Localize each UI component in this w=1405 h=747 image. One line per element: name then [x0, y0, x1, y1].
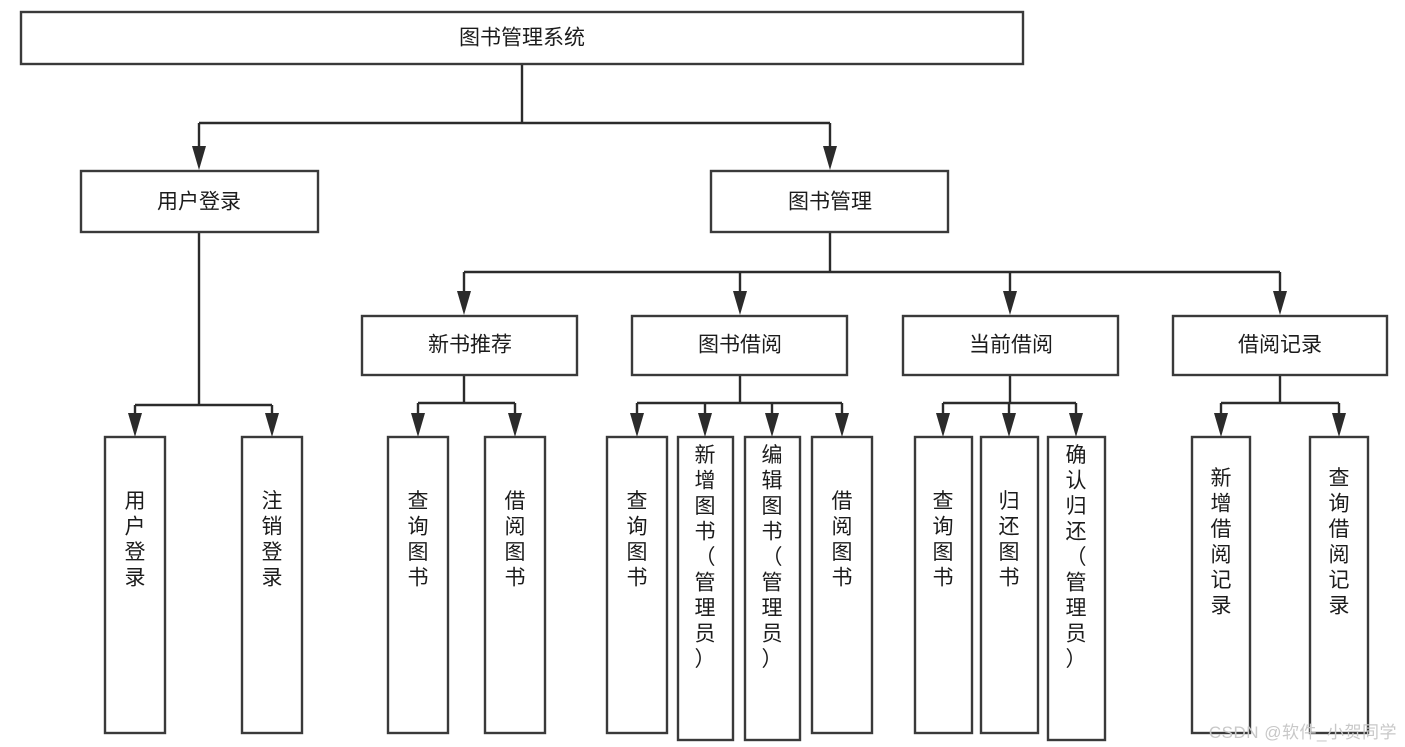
node-bookmgmt-box[interactable]: [709, 169, 950, 234]
node-leaf-user-logout-box[interactable]: [240, 435, 304, 735]
node-leaf-add-book-label: 新增图书（管理员）: [695, 444, 716, 671]
watermark-csdn: CSDN @软件_小贺同学: [1208, 723, 1397, 742]
node-leaf-return-book[interactable]: 归还图书: [979, 435, 1040, 735]
node-root[interactable]: 图书管理系统: [19, 10, 1025, 66]
node-records-box[interactable]: [1171, 314, 1389, 377]
arrow-head-leaf-edit-book: [765, 413, 779, 437]
arrow-head-records: [1273, 291, 1287, 315]
connector-group-records: [1214, 375, 1346, 437]
connector-group-current: [936, 375, 1083, 437]
node-leaf-edit-book-box[interactable]: [743, 435, 802, 742]
arrow-head-leaf-borrow-book-2: [835, 413, 849, 437]
arrow-head-current: [1003, 291, 1017, 315]
connector-group-login: [128, 232, 279, 437]
node-root-label: 图书管理系统: [459, 27, 585, 50]
node-leaf-borrow-book-1-box[interactable]: [483, 435, 547, 735]
arrow-head-leaf-query-book-2: [630, 413, 644, 437]
node-leaf-user-logout-label: 注销登录: [262, 490, 283, 590]
node-bookmgmt-label: 图书管理: [788, 191, 872, 214]
node-bookmgmt[interactable]: 图书管理: [709, 169, 950, 234]
arrow-head-leaf-user-login: [128, 413, 142, 437]
node-leaf-user-login[interactable]: 用户登录: [103, 435, 167, 735]
node-leaf-query-record-box[interactable]: [1308, 435, 1370, 735]
node-borrow-box[interactable]: [630, 314, 849, 377]
node-current-label: 当前借阅: [969, 334, 1053, 357]
node-leaf-borrow-book-1-label: 借阅图书: [505, 490, 526, 590]
node-leaf-add-record[interactable]: 新增借阅记录: [1190, 435, 1252, 735]
node-borrow-label: 图书借阅: [698, 334, 782, 357]
arrow-head-bookmgmt: [823, 146, 837, 170]
node-leaf-user-login-box[interactable]: [103, 435, 167, 735]
node-leaf-query-book-2-label: 查询图书: [627, 490, 648, 590]
node-login[interactable]: 用户登录: [79, 169, 320, 234]
node-leaf-query-book-3-label: 查询图书: [933, 490, 954, 590]
node-leaf-confirm-return[interactable]: 确认归还（管理员）: [1046, 435, 1107, 742]
arrow-head-login: [192, 146, 206, 170]
arrow-head-leaf-query-book-3: [936, 413, 950, 437]
node-leaf-edit-book[interactable]: 编辑图书（管理员）: [743, 435, 802, 742]
node-leaf-add-record-label: 新增借阅记录: [1211, 467, 1232, 618]
node-leaf-add-book-box[interactable]: [676, 435, 735, 742]
node-leaf-query-book-2-box[interactable]: [605, 435, 669, 735]
node-leaf-confirm-return-label: 确认归还（管理员）: [1066, 444, 1087, 671]
node-leaf-user-login-label: 用户登录: [125, 490, 146, 590]
node-leaf-user-logout[interactable]: 注销登录: [240, 435, 304, 735]
node-leaf-query-book-1-box[interactable]: [386, 435, 450, 735]
arrow-head-newbook: [457, 291, 471, 315]
node-newbook[interactable]: 新书推荐: [360, 314, 579, 377]
node-newbook-box[interactable]: [360, 314, 579, 377]
node-leaf-return-book-label: 归还图书: [999, 490, 1020, 590]
node-login-box[interactable]: [79, 169, 320, 234]
node-borrow[interactable]: 图书借阅: [630, 314, 849, 377]
node-leaf-borrow-book-2[interactable]: 借阅图书: [810, 435, 874, 735]
arrow-head-leaf-add-record: [1214, 413, 1228, 437]
node-leaf-borrow-book-1[interactable]: 借阅图书: [483, 435, 547, 735]
connector-group-bookmgmt: [457, 232, 1287, 315]
connector-group-root: [192, 64, 837, 170]
connector-group-newbook: [411, 375, 522, 437]
node-leaf-query-record-label: 查询借阅记录: [1329, 467, 1350, 618]
node-leaf-query-book-1[interactable]: 查询图书: [386, 435, 450, 735]
node-login-label: 用户登录: [157, 191, 241, 214]
arrow-head-borrow: [733, 291, 747, 315]
arrow-head-leaf-borrow-book-1: [508, 413, 522, 437]
node-current-box[interactable]: [901, 314, 1120, 377]
arrow-head-leaf-query-book-1: [411, 413, 425, 437]
node-newbook-label: 新书推荐: [428, 334, 512, 357]
node-current[interactable]: 当前借阅: [901, 314, 1120, 377]
arrow-head-leaf-add-book: [698, 413, 712, 437]
node-records[interactable]: 借阅记录: [1171, 314, 1389, 377]
node-leaf-add-book[interactable]: 新增图书（管理员）: [676, 435, 735, 742]
node-leaf-query-book-2[interactable]: 查询图书: [605, 435, 669, 735]
connector-group-borrow: [630, 375, 849, 437]
node-leaf-borrow-book-2-label: 借阅图书: [832, 490, 853, 590]
node-leaf-add-record-box[interactable]: [1190, 435, 1252, 735]
node-leaf-query-record[interactable]: 查询借阅记录: [1308, 435, 1370, 735]
node-leaf-query-book-3[interactable]: 查询图书: [913, 435, 974, 735]
node-leaf-query-book-3-box[interactable]: [913, 435, 974, 735]
node-records-label: 借阅记录: [1238, 334, 1322, 357]
node-leaf-confirm-return-box[interactable]: [1046, 435, 1107, 742]
node-leaf-edit-book-label: 编辑图书（管理员）: [762, 444, 783, 671]
node-leaf-borrow-book-2-box[interactable]: [810, 435, 874, 735]
node-root-box[interactable]: [19, 10, 1025, 66]
arrow-head-leaf-confirm-return: [1069, 413, 1083, 437]
arrow-head-leaf-query-record: [1332, 413, 1346, 437]
node-leaf-return-book-box[interactable]: [979, 435, 1040, 735]
arrow-head-leaf-user-logout: [265, 413, 279, 437]
node-leaf-query-book-1-label: 查询图书: [408, 490, 429, 590]
arrow-head-leaf-return-book: [1002, 413, 1016, 437]
